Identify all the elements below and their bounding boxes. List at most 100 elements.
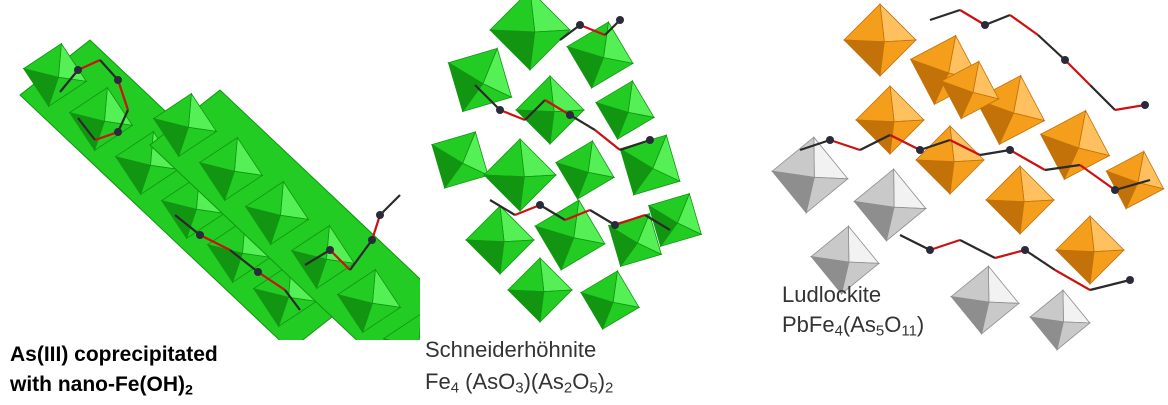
as-o-bond: [257, 271, 286, 291]
octahedron-face: [987, 265, 1020, 304]
as-o-bond: [370, 214, 382, 241]
panel-schneiderhohnite: [420, 0, 720, 335]
as-o-bond: [524, 99, 546, 121]
as-o-bond: [544, 99, 571, 116]
as-o-bond: [1037, 34, 1066, 61]
octahedron-face: [601, 301, 641, 331]
octahedron-face: [1089, 249, 1126, 286]
as-o-bond: [929, 8, 961, 22]
as-o-bond: [579, 23, 606, 37]
as-o-bond: [594, 129, 621, 151]
arsenic-atom: [1141, 101, 1149, 109]
as-o-bond: [1089, 84, 1116, 111]
as-o-bond: [619, 138, 651, 152]
octahedron-face: [879, 39, 918, 78]
as-o-bond: [1009, 149, 1046, 171]
arsenic-atom: [611, 221, 619, 229]
as-o-bond: [174, 214, 201, 236]
octahedron-face: [810, 225, 850, 263]
octahedron-face: [879, 2, 917, 43]
octahedron-face: [177, 126, 218, 158]
octahedron-face: [1089, 214, 1125, 253]
as-o-bond: [77, 117, 96, 141]
panel2-formula: Fe4 (AsO3)(As2O5)2: [425, 369, 614, 397]
arsenic-atom: [1006, 146, 1014, 154]
panel-ludlockite: [770, 0, 1168, 360]
as-o-bond: [199, 234, 231, 251]
panel3-formula: PbFe4(As5O11): [782, 312, 925, 340]
arsenic-atom: [616, 16, 624, 24]
octahedron-face: [853, 168, 895, 208]
octahedron-face: [1055, 215, 1095, 253]
panel1-caption-line2: with nano-Fe(OH)2: [10, 373, 193, 399]
as-o-bond: [564, 208, 591, 222]
panel2-caption: Schneiderhöhnite Fe4 (AsO3)(As2O5)2: [425, 334, 613, 398]
octahedron-face: [506, 289, 545, 323]
octahedron-face: [949, 124, 985, 163]
as-o-bond: [899, 234, 931, 251]
as-o-bond: [1024, 249, 1056, 271]
octahedron-face: [277, 296, 318, 328]
arsenic-atom: [576, 21, 584, 29]
octahedron-face: [382, 314, 420, 340]
octahedron-face: [842, 39, 885, 77]
as-o-bond: [77, 58, 101, 72]
as-o-bond: [489, 199, 516, 216]
as-o-bond: [94, 130, 119, 142]
as-o-bond: [799, 138, 831, 152]
octahedron-face: [465, 205, 505, 243]
arsenic-atom: [376, 211, 384, 219]
arsenic-atom: [981, 21, 989, 29]
octahedron-face: [1019, 199, 1056, 236]
octahedron-face: [855, 85, 895, 123]
arsenic-atom: [1021, 246, 1029, 254]
octahedron-face: [573, 198, 606, 245]
octahedron-face: [519, 137, 557, 178]
octahedron-face: [489, 0, 536, 33]
octahedral-chain-illustration: [19, 39, 420, 340]
octahedron-face: [1063, 147, 1111, 181]
as-o-bond: [379, 194, 401, 216]
octahedron-face: [659, 222, 703, 248]
arsenic-atom: [326, 246, 334, 254]
as-o-bond: [589, 209, 616, 226]
octahedron-face: [843, 3, 885, 43]
octahedron-face: [515, 75, 555, 113]
as-o-bond: [116, 79, 130, 111]
as-o-bond: [539, 204, 566, 221]
octahedron-face: [269, 214, 310, 246]
octahedron-face: [980, 301, 1020, 335]
octahedron-face: [949, 159, 986, 196]
octahedron-face: [223, 170, 264, 202]
octahedron-face: [1029, 289, 1064, 323]
as-o-bond: [1114, 178, 1151, 192]
octahedron-face: [482, 174, 525, 212]
as-o-bond: [99, 59, 119, 81]
octahedron-face: [560, 237, 606, 271]
as-o-bond: [1009, 14, 1039, 36]
octahedron-face: [483, 138, 525, 178]
as-o-bond: [559, 24, 581, 41]
octahedron-face: [1062, 289, 1091, 324]
octahedron-face: [893, 168, 927, 210]
as-o-bond: [1044, 163, 1081, 172]
octahedron-face: [985, 165, 1025, 203]
as-o-bond: [1114, 103, 1146, 112]
arsenic-atom: [926, 246, 934, 254]
as-o-bond: [116, 109, 130, 133]
as-o-bond: [959, 9, 986, 26]
octahedron-face: [576, 171, 616, 201]
panel-as-coprecipitated: [0, 0, 420, 340]
octahedron-face: [47, 76, 88, 108]
octahedron-face: [1125, 182, 1165, 210]
octahedron-face: [514, 109, 555, 145]
as-o-bond: [304, 249, 331, 266]
arsenic-atom: [1061, 56, 1069, 64]
arsenic-atom: [114, 76, 122, 84]
octahedron-face: [616, 111, 656, 141]
as-o-bond: [959, 239, 996, 259]
as-o-bond: [929, 238, 961, 252]
as-o-bond: [949, 139, 981, 156]
octahedron-face: [93, 120, 134, 152]
octahedron-face: [889, 84, 925, 123]
